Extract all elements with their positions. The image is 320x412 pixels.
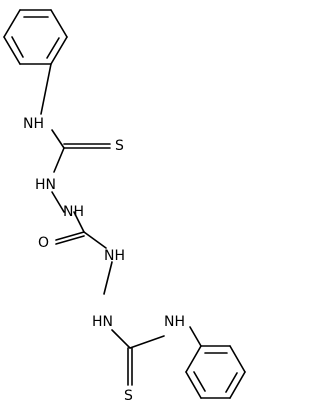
atom-nh-mid: NH <box>63 204 84 220</box>
atom-s-bottom: S <box>124 388 133 404</box>
bottom-phenyl-ring <box>185 345 246 399</box>
atom-s-top: S <box>115 138 124 154</box>
central-linker-bonds <box>51 191 113 295</box>
atom-nh-top: NH <box>23 116 44 132</box>
top-phenyl-ring <box>3 9 68 65</box>
atom-nh-bottom: NH <box>164 314 185 330</box>
atom-o: O <box>38 235 49 251</box>
atom-hn-2: HN <box>92 314 113 330</box>
atom-nh-2: NH <box>104 248 125 264</box>
atom-hn-1: HN <box>35 177 56 193</box>
top-thiourea-bonds <box>40 63 111 173</box>
bottom-thiourea-bonds <box>111 326 202 386</box>
chemical-structure: NH S HN NH O NH HN NH S <box>3 9 246 404</box>
